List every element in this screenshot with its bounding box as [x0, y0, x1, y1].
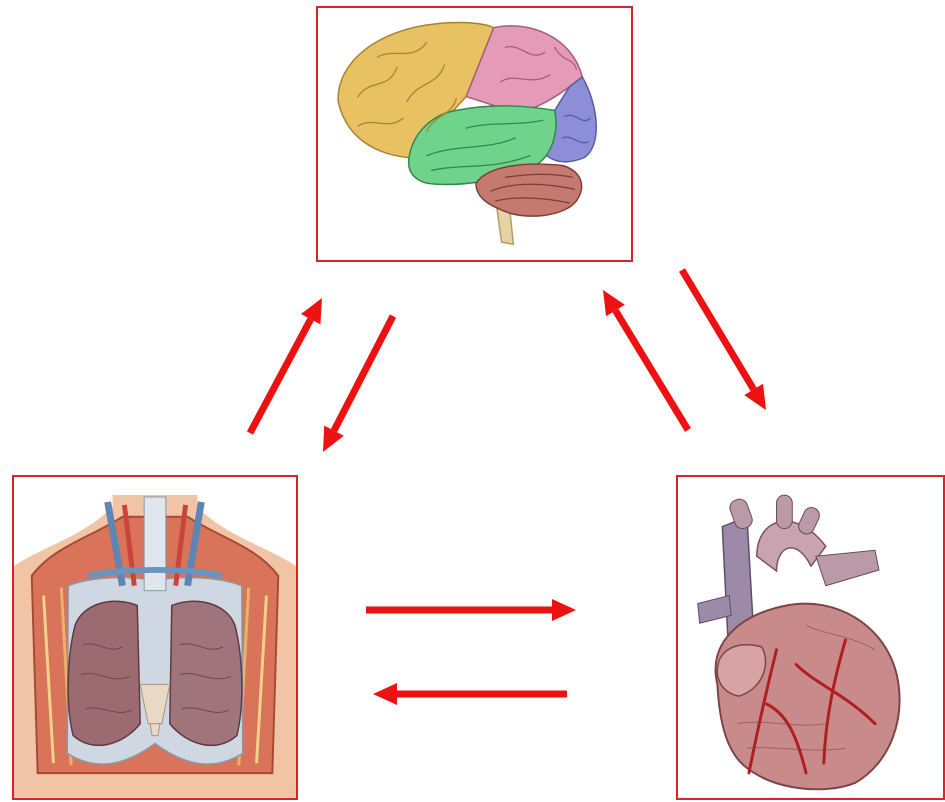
arrow-head	[323, 426, 344, 452]
arrow-head	[744, 384, 766, 410]
arrow-brain-to-heart	[682, 270, 766, 410]
arrow-heart-to-brain	[603, 290, 688, 430]
heart-panel	[676, 475, 945, 800]
arrow-head	[552, 599, 576, 621]
arrow-head	[373, 683, 397, 705]
arrow-heart-to-lungs	[373, 683, 567, 705]
lungs-panel	[12, 475, 298, 800]
brain-panel	[316, 6, 633, 262]
brain-illustration	[318, 8, 631, 260]
arrow-shaft	[682, 270, 754, 389]
lungs-thorax-illustration	[14, 477, 296, 798]
arrow-lungs-to-brain	[250, 298, 322, 433]
arrow-brain-to-lungs	[323, 316, 393, 452]
arrow-head	[301, 298, 322, 324]
arrow-head	[603, 290, 625, 316]
arrow-shaft	[250, 319, 311, 433]
arrow-shaft	[615, 311, 688, 430]
arrow-shaft	[334, 316, 393, 431]
arrow-lungs-to-heart	[366, 599, 576, 621]
heart-illustration	[678, 477, 943, 798]
